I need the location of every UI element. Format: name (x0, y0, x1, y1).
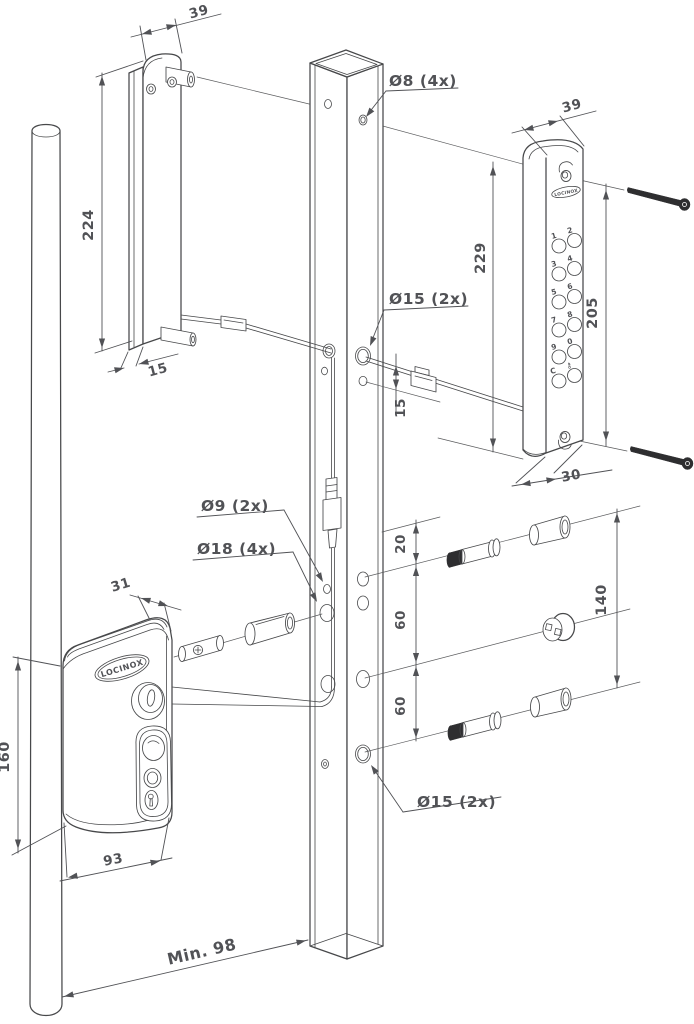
svg-text:60: 60 (393, 696, 409, 716)
thumbturn-knob (131, 682, 165, 720)
bracket-screw-icon (146, 76, 177, 95)
svg-text:Min. 98: Min. 98 (165, 934, 238, 968)
svg-text:93: 93 (102, 850, 124, 869)
round-post (29, 123, 63, 1017)
svg-text:Ø15 (2x): Ø15 (2x) (389, 290, 468, 308)
key-label-9: 9 (550, 342, 557, 352)
key-label-3: 3 (550, 259, 557, 269)
keypad-cable-connector (410, 370, 437, 393)
keypad-buttons: 1 2 3 4 5 6 7 8 9 0 C ⚷ (549, 225, 582, 389)
dimension-post-hole-offset: 15 (392, 353, 409, 418)
dimension-lock-width: 93 (59, 817, 173, 882)
fixing-stud (446, 538, 501, 568)
cylinder-recess (135, 725, 172, 822)
key-label-7: 7 (550, 315, 557, 325)
svg-text:39: 39 (560, 96, 583, 117)
keeper-bracket (128, 53, 197, 351)
callout-hole-d9: Ø9 (2x) (196, 497, 326, 584)
keypad-unit: LOCINOX 1 2 3 4 5 6 7 8 9 0 C ⚷ (522, 139, 584, 457)
spare-dial (143, 768, 162, 788)
svg-text:160: 160 (0, 741, 13, 773)
key-label-0: 0 (566, 336, 573, 346)
hole-d18-upper (319, 604, 335, 622)
svg-text:39: 39 (187, 2, 210, 23)
dimension-keypad-width: 39 (511, 96, 597, 156)
key-label-4: 4 (566, 253, 573, 263)
hole-d15-top (355, 346, 371, 366)
svg-text:Ø9 (2x): Ø9 (2x) (201, 497, 269, 515)
dimension-bracket-width: 39 (130, 2, 222, 61)
callout-hole-d15-bottom: Ø15 (2x) (368, 763, 502, 813)
callout-hole-d15-top: Ø15 (2x) (367, 290, 469, 348)
cable-inside-post (171, 357, 342, 707)
latch-rod (160, 326, 197, 347)
dimension-lock-depth: 31 (109, 575, 182, 632)
svg-text:229: 229 (473, 242, 489, 274)
keypad-screw-hole-bottom (559, 430, 571, 444)
svg-text:31: 31 (109, 575, 133, 596)
svg-text:224: 224 (81, 209, 97, 241)
key-label-2: 2 (566, 225, 573, 235)
cable-bracket-to-post (180, 314, 332, 354)
mounting-screw (627, 187, 691, 211)
key-label-6: 6 (566, 281, 573, 291)
svg-text:15: 15 (146, 360, 169, 381)
hole-d8-left (324, 99, 332, 109)
hole-oval-2 (357, 595, 369, 611)
keypad-brand-badge: LOCINOX (551, 185, 581, 199)
lock-brand-badge: LOCINOX (94, 654, 150, 682)
adapter-sleeve (244, 612, 295, 646)
gate-frame-post (309, 49, 384, 960)
callout-hole-d18: Ø18 (4x) (192, 540, 320, 604)
key-label-8: 8 (566, 309, 573, 319)
key-label-5: 5 (550, 287, 557, 297)
svg-text:205: 205 (585, 297, 601, 329)
fix-row2-axis (364, 608, 631, 679)
cable-connector (325, 477, 338, 501)
hole-d9 (323, 584, 331, 594)
hole-small-left (321, 366, 328, 376)
hole-oval-1 (357, 571, 369, 587)
lock-body: LOCINOX (62, 617, 173, 834)
keypad-brand: LOCINOX (554, 188, 579, 199)
fix-row1-axis (364, 505, 641, 578)
cable-post-to-keypad (365, 356, 524, 412)
hole-d18-lower (320, 675, 336, 693)
dimension-fix-gaps: 20 60 60 (381, 516, 441, 742)
cap-nut (542, 612, 576, 642)
hole-d8-right (358, 114, 368, 126)
svg-text:20: 20 (393, 534, 409, 554)
keypad-screw-hole-top (560, 169, 572, 183)
svg-text:Ø8 (4x): Ø8 (4x) (389, 72, 457, 90)
key-label-C: C (549, 366, 557, 376)
key-label-1: 1 (550, 231, 557, 241)
callout-hole-d8: Ø8 (4x) (363, 72, 459, 119)
dimension-min-post-width: Min. 98 (61, 934, 309, 1000)
dimension-keypad-fix-height: 229 (437, 161, 524, 460)
spacer-sleeve (529, 515, 571, 546)
dimension-lock-height: 160 (0, 656, 67, 856)
hole-cable-small (358, 375, 368, 386)
dimension-keypad-depth: 30 (511, 444, 613, 488)
fix-row3-axis (364, 681, 641, 753)
dimension-fix-span: 140 (594, 508, 621, 689)
key-icon: ⚷ (565, 360, 573, 370)
hole-plug (321, 759, 329, 769)
dimension-keypad-screw-spacing: 205 (585, 183, 610, 447)
svg-text:15: 15 (393, 398, 409, 418)
dimension-bracket-height: 224 (81, 60, 144, 354)
keyhole-icon (144, 790, 159, 810)
hole-oval-3 (356, 670, 370, 688)
svg-text:140: 140 (594, 584, 610, 616)
svg-text:30: 30 (560, 466, 582, 485)
dimension-bracket-depth: 15 (107, 346, 179, 381)
svg-text:60: 60 (393, 610, 409, 630)
hole-d15-bottom (355, 744, 371, 764)
spindle (178, 635, 224, 662)
svg-text:Ø18 (4x): Ø18 (4x) (197, 540, 276, 558)
